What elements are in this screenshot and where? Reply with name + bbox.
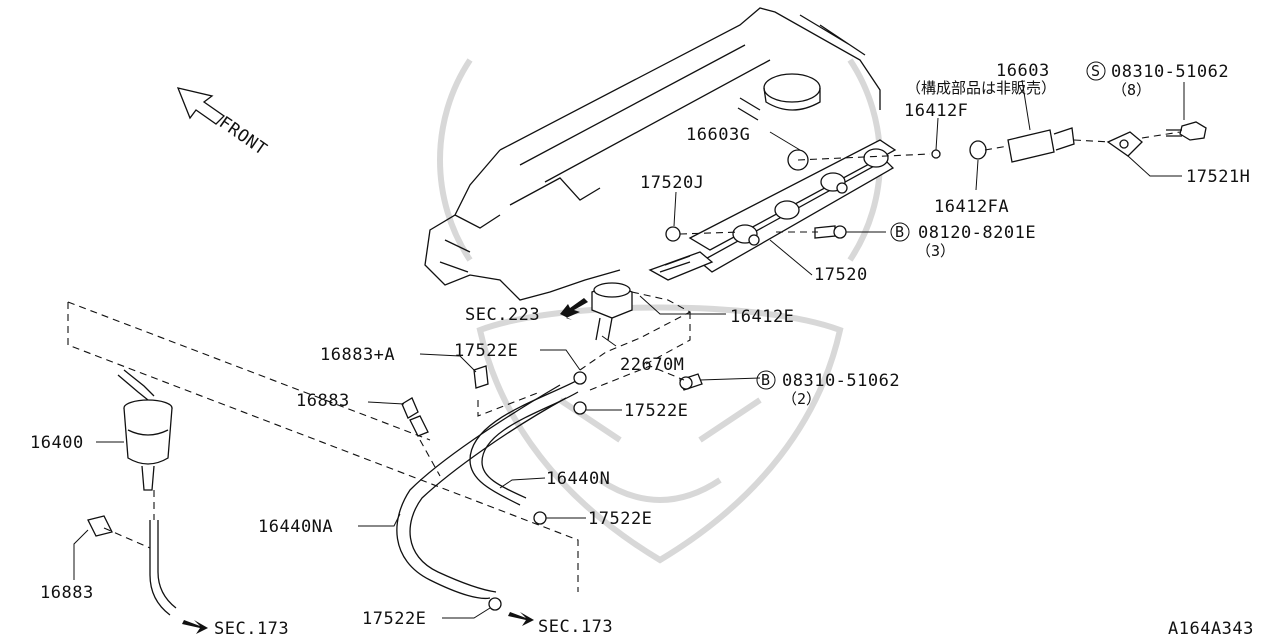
bolt-s-symbol: S <box>1091 62 1100 80</box>
label-17522e-bottom: 17522E <box>362 609 426 629</box>
sec-173-left-label: SEC.173 <box>214 619 289 637</box>
figure-code: A164A343 <box>1168 619 1254 637</box>
bolt-symbols <box>756 61 1106 390</box>
label-17520j: 17520J <box>640 173 704 193</box>
watermark-logo <box>437 58 883 564</box>
label-16603g: 16603G <box>686 125 750 145</box>
arrow-sec173-right-icon <box>508 612 534 626</box>
injector-assembly <box>665 121 1207 242</box>
engine-outline <box>424 7 881 301</box>
label-17520: 17520 <box>814 265 868 285</box>
label-16440na: 16440NA <box>258 517 333 537</box>
bolt-s-number: 08310-51062 <box>1111 62 1229 82</box>
label-17522e-top: 17522E <box>454 341 518 361</box>
dashed-guides <box>67 131 1181 592</box>
front-label: FRONT <box>215 113 270 160</box>
bolt-b1-number: 08120-8201E <box>918 223 1036 243</box>
bolt-s-qty: （8） <box>1112 81 1151 99</box>
arrow-sec223-icon <box>560 298 588 320</box>
label-16400: 16400 <box>30 433 84 453</box>
pressure-regulator <box>591 282 633 341</box>
arrow-sec173-left-icon <box>182 620 208 634</box>
bolt-b2-qty: （2） <box>782 390 821 408</box>
label-16412f: 16412F <box>904 101 968 121</box>
fuel-hoses <box>396 371 587 611</box>
bolt-type-s-icon <box>1086 61 1106 81</box>
bolt-parts <box>87 225 847 537</box>
label-22670m: 22670M <box>620 355 684 375</box>
label-16440n: 16440N <box>546 469 610 489</box>
section-arrows <box>182 298 588 634</box>
note-not-sold: （構成部品は非販売） <box>906 79 1056 97</box>
fuel-filter <box>117 369 177 616</box>
label-16412fa: 16412FA <box>934 197 1009 217</box>
label-16603: 16603 <box>996 61 1050 81</box>
label-16883-lower: 16883 <box>40 583 94 603</box>
fuel-rail <box>648 139 897 281</box>
label-16883-upper: 16883 <box>296 391 350 411</box>
bolt-type-b-icon <box>890 222 910 242</box>
label-16412e: 16412E <box>730 307 794 327</box>
label-17522e-mid: 17522E <box>624 401 688 421</box>
sec-223-label: SEC.223 <box>465 305 540 325</box>
label-17522e-low: 17522E <box>588 509 652 529</box>
label-17521h: 17521H <box>1186 167 1250 187</box>
bolt-b2-symbol: B <box>761 371 770 389</box>
bolt-b1-qty: （3） <box>916 242 955 260</box>
bolt-b1-symbol: B <box>895 223 904 241</box>
bolt-b2-number: 08310-51062 <box>782 371 900 391</box>
bolt-type-b-icon-2 <box>756 370 776 390</box>
sec-173-right-label: SEC.173 <box>538 617 613 637</box>
leader-lines <box>73 79 1185 619</box>
label-16883a: 16883+A <box>320 345 395 365</box>
front-arrow-icon <box>176 87 226 125</box>
